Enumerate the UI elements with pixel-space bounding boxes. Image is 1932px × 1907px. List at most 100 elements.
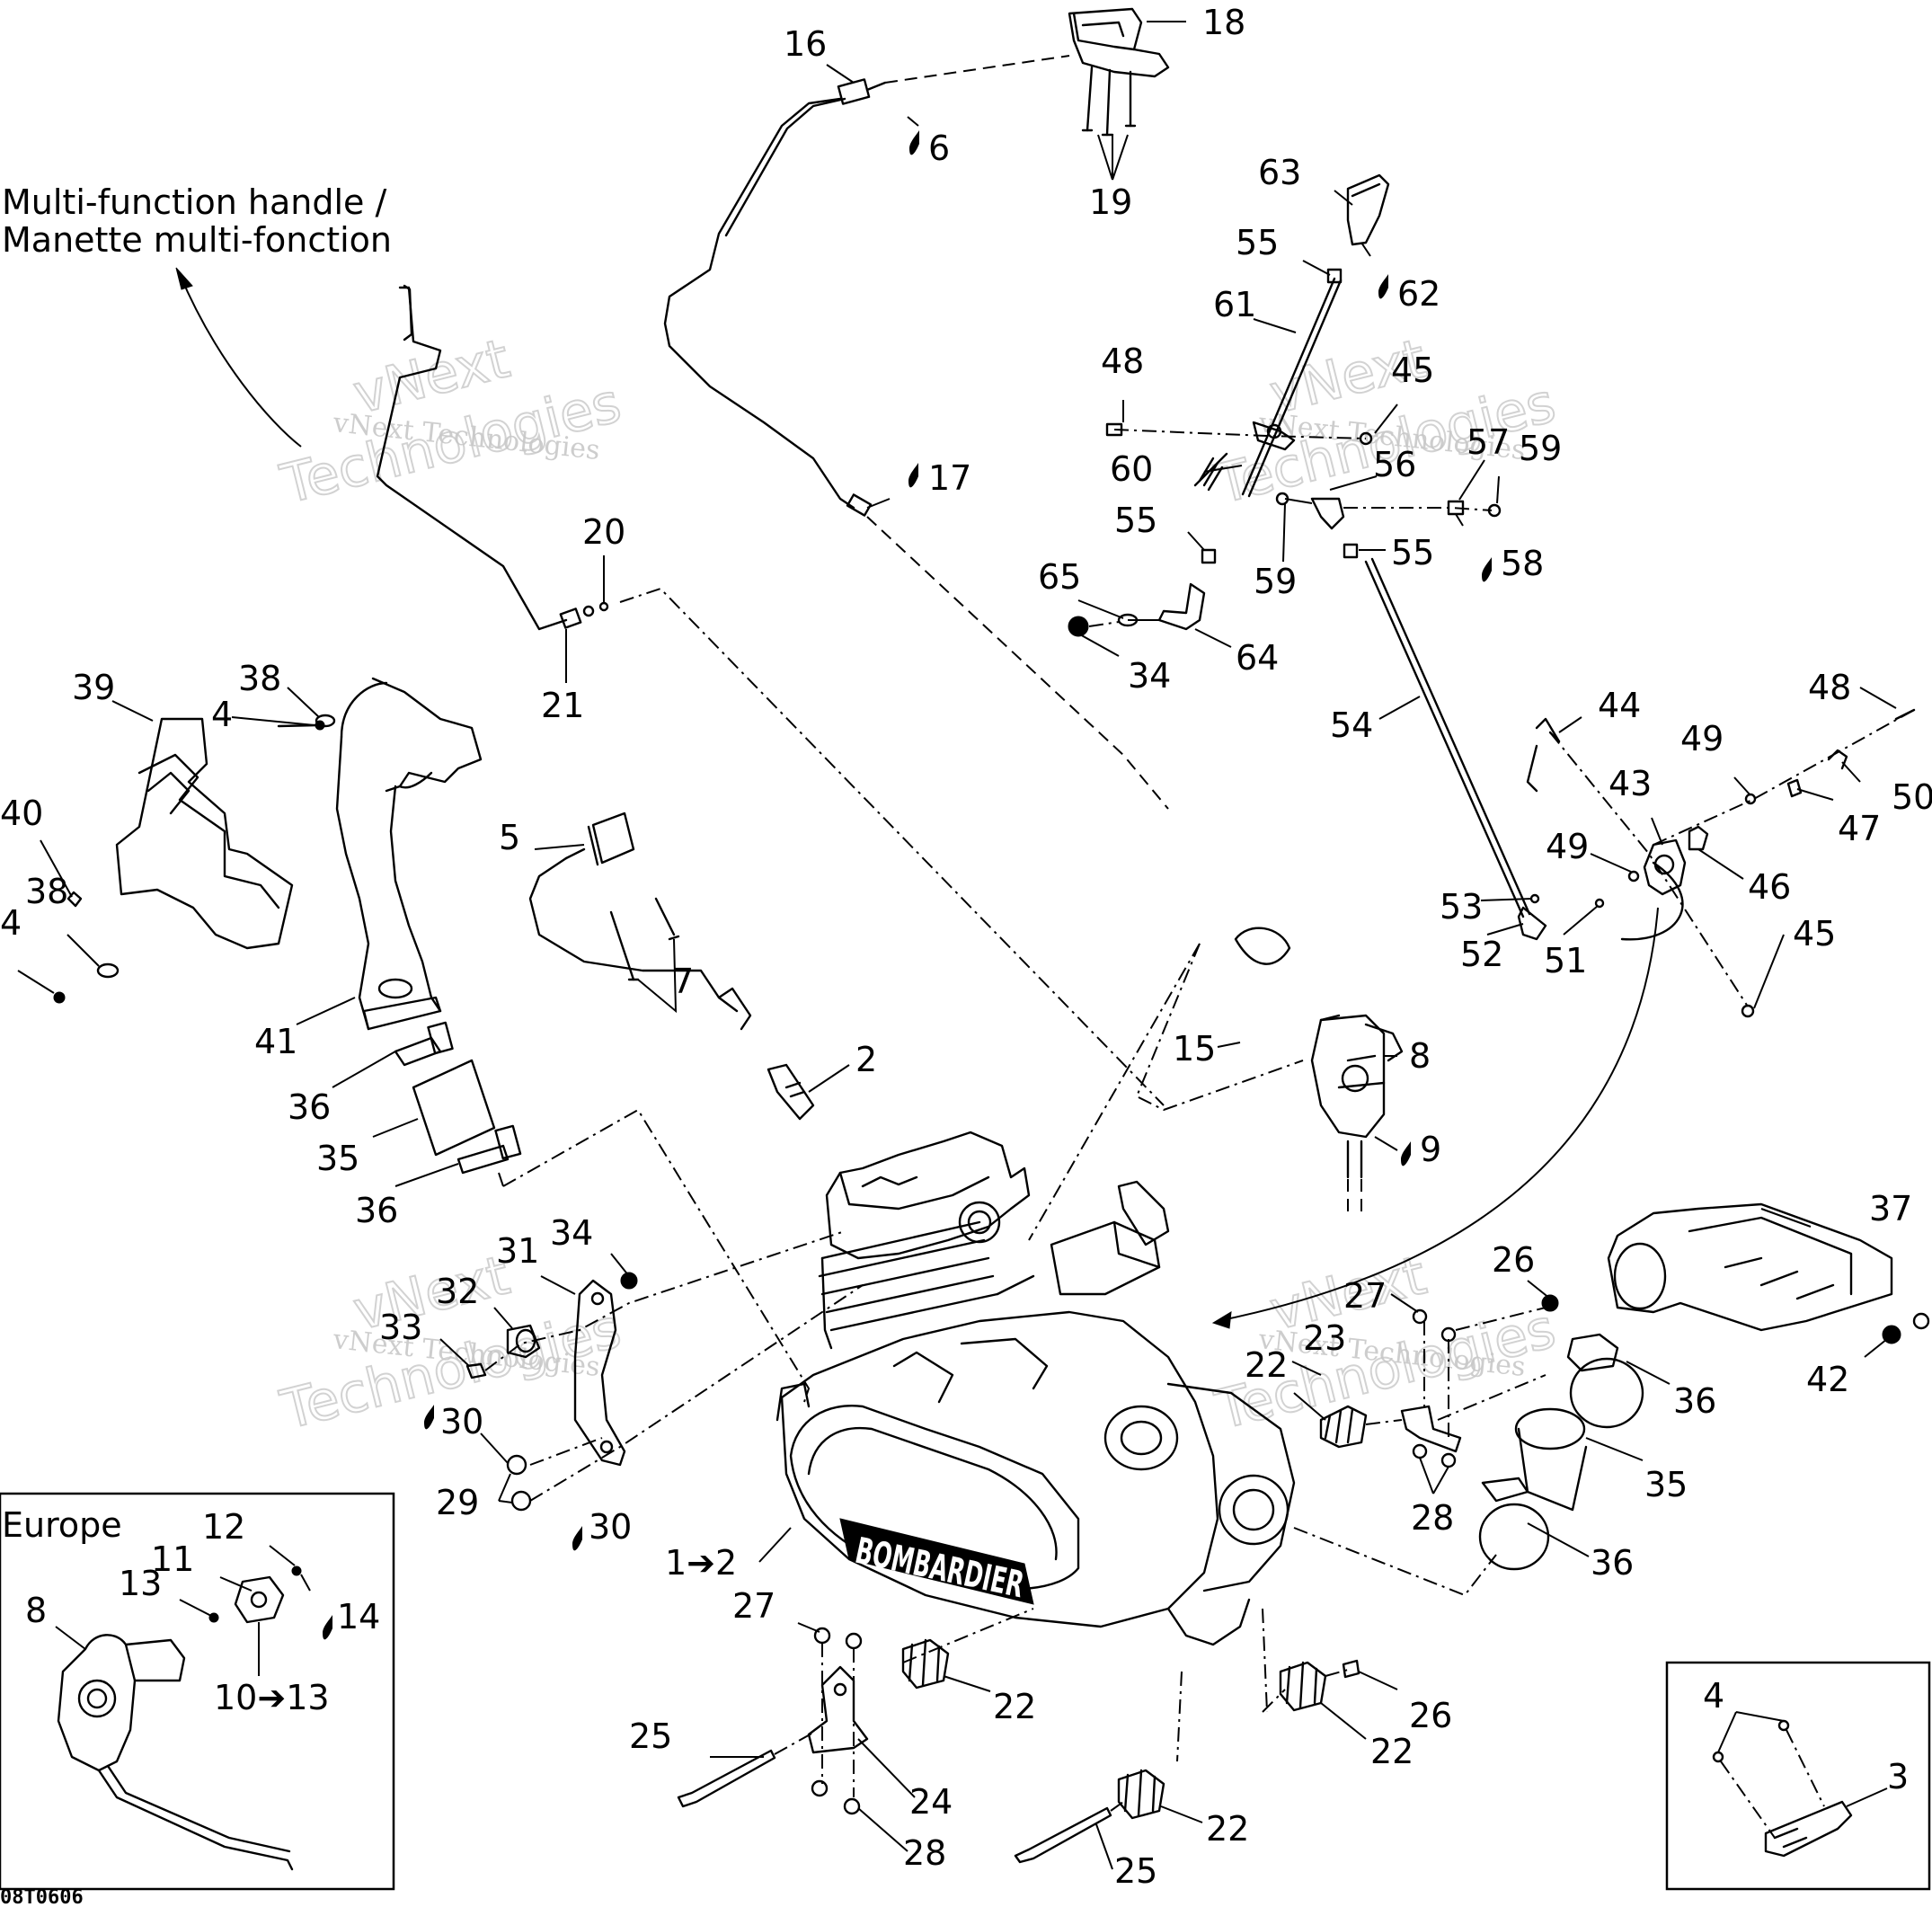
heat-shield-39 bbox=[115, 717, 294, 950]
callout-58: 58 bbox=[1501, 544, 1544, 583]
washer-49-b bbox=[1627, 870, 1640, 883]
callout-14: 14 bbox=[337, 1597, 380, 1636]
callout-48-a: 48 bbox=[1101, 341, 1144, 381]
nut-34-b bbox=[620, 1272, 638, 1290]
nut-45-b bbox=[1741, 1004, 1755, 1018]
callout-34-a: 34 bbox=[1128, 656, 1171, 696]
clip-51 bbox=[1594, 898, 1605, 909]
washer-20 bbox=[582, 605, 595, 617]
bolt-29-b bbox=[510, 1490, 532, 1512]
callout-3: 3 bbox=[1887, 1757, 1909, 1796]
bolt-48-line bbox=[1653, 709, 1915, 846]
throttle-switch-18 bbox=[1068, 7, 1170, 137]
washer-53 bbox=[1529, 893, 1540, 904]
callout-46: 46 bbox=[1748, 867, 1791, 907]
watermark-top-left: vNext Technologies vNext Technologies bbox=[274, 326, 628, 518]
callout-65: 65 bbox=[1038, 557, 1081, 597]
callout-56: 56 bbox=[1373, 445, 1416, 484]
inset-europe-frame bbox=[0, 1492, 395, 1891]
callout-55-c: 55 bbox=[1391, 533, 1434, 572]
callout-36-d: 36 bbox=[1591, 1543, 1634, 1583]
mount-bracket-31 bbox=[573, 1279, 626, 1467]
screw-4-c bbox=[1712, 1751, 1724, 1763]
callout-31: 31 bbox=[496, 1231, 539, 1271]
inset-cover-frame bbox=[1665, 1661, 1931, 1891]
ball-joint-52 bbox=[1517, 906, 1547, 941]
caption-arrowhead bbox=[175, 267, 193, 290]
callout-20: 20 bbox=[582, 512, 625, 552]
bracket-23 bbox=[1400, 1405, 1462, 1453]
callout-18: 18 bbox=[1202, 3, 1245, 42]
callout-22-a: 22 bbox=[1245, 1345, 1288, 1385]
callout-30-a: 30 bbox=[440, 1402, 483, 1441]
washer-49-a bbox=[1744, 793, 1757, 805]
pin-48 bbox=[1105, 422, 1123, 437]
callout-24: 24 bbox=[909, 1782, 953, 1822]
clip-59-b bbox=[1487, 503, 1502, 518]
shift-lever-43 bbox=[1643, 838, 1687, 896]
bolt-48-b bbox=[1894, 708, 1916, 721]
shift-joint-56 bbox=[1310, 497, 1345, 530]
callout-50: 50 bbox=[1892, 777, 1932, 817]
mount-22-a bbox=[1319, 1405, 1368, 1449]
bolt-40 bbox=[66, 891, 83, 908]
callout-22-c: 22 bbox=[1370, 1732, 1414, 1771]
shift-rod-61 bbox=[1241, 277, 1336, 496]
callout-43: 43 bbox=[1609, 764, 1652, 803]
callout-26-a: 26 bbox=[1492, 1240, 1535, 1280]
callout-49-b: 49 bbox=[1546, 827, 1589, 866]
bolt-27-a bbox=[1412, 1308, 1428, 1325]
shift-lever-56 bbox=[1252, 421, 1296, 451]
callout-42: 42 bbox=[1806, 1360, 1849, 1399]
drawing-code: 08T0606 bbox=[0, 1886, 84, 1907]
callout-6: 6 bbox=[928, 129, 950, 168]
screw-12 bbox=[291, 1566, 302, 1576]
callout-15: 15 bbox=[1173, 1029, 1216, 1069]
cable-fitting-21 bbox=[559, 608, 582, 629]
callout-4-a: 4 bbox=[211, 695, 233, 734]
pin-48-line bbox=[1113, 429, 1367, 439]
callout-11: 11 bbox=[151, 1539, 194, 1579]
callout-1-to-2: 1➔2 bbox=[665, 1543, 737, 1583]
clamp-36-d bbox=[1481, 1477, 1529, 1503]
clamp-36-c bbox=[1566, 1333, 1619, 1372]
nut-28-b bbox=[811, 1779, 829, 1797]
caption-line-1: Multi-function handle / bbox=[2, 182, 386, 222]
callout-5: 5 bbox=[499, 818, 520, 857]
nut-34-top bbox=[1068, 616, 1089, 637]
handle-cable-end bbox=[403, 284, 413, 341]
callout-4-c: 4 bbox=[1703, 1676, 1724, 1716]
callout-45-a: 45 bbox=[1391, 350, 1434, 390]
seal-35-a bbox=[412, 1059, 496, 1157]
engine-mount-22-b bbox=[901, 1638, 950, 1690]
link-46 bbox=[1688, 825, 1709, 851]
callout-47: 47 bbox=[1838, 809, 1881, 848]
callout-44: 44 bbox=[1598, 686, 1641, 725]
callout-22-b: 22 bbox=[993, 1687, 1036, 1726]
callout-35-b: 35 bbox=[1644, 1465, 1688, 1504]
callout-34-b: 34 bbox=[550, 1213, 593, 1253]
cable-16-end bbox=[865, 81, 887, 92]
washer-55-b bbox=[1201, 548, 1217, 564]
callout-38-a: 38 bbox=[238, 659, 281, 698]
callout-7: 7 bbox=[672, 962, 694, 1001]
callout-35-a: 35 bbox=[316, 1139, 359, 1178]
callout-63: 63 bbox=[1258, 153, 1301, 192]
washer-55-a bbox=[1326, 268, 1343, 284]
callout-28-a: 28 bbox=[1411, 1498, 1454, 1538]
callout-4-b: 4 bbox=[0, 903, 22, 943]
clip-45 bbox=[1359, 431, 1373, 446]
bolt-25-b bbox=[1014, 1806, 1112, 1864]
callout-19: 19 bbox=[1089, 182, 1132, 222]
cable-16 bbox=[663, 97, 855, 510]
spring-36-b bbox=[456, 1144, 510, 1175]
callout-22-d: 22 bbox=[1206, 1809, 1249, 1849]
callout-52: 52 bbox=[1460, 935, 1503, 974]
callout-36-b: 36 bbox=[355, 1191, 398, 1230]
callout-21: 21 bbox=[541, 686, 584, 725]
ball-joint-64 bbox=[1157, 582, 1206, 631]
callout-38-b: 38 bbox=[25, 872, 68, 911]
callout-36-a: 36 bbox=[288, 1087, 331, 1127]
caption-arrow-line bbox=[179, 273, 302, 448]
callout-57: 57 bbox=[1467, 422, 1510, 462]
